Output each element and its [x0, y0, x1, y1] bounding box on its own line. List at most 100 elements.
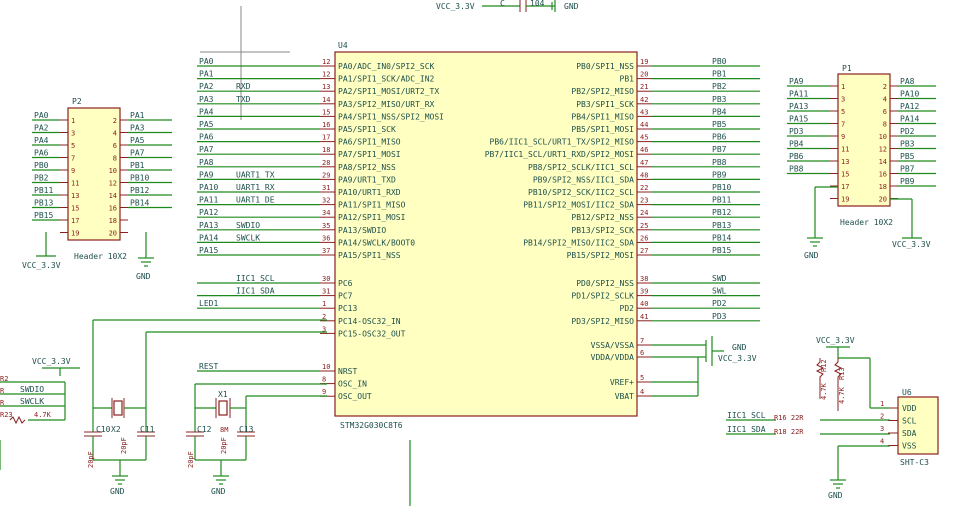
u4-right-pin-name: PB7/IIC1_SCL/URT1_RXD/SPI2_MOSI	[485, 150, 634, 159]
u4-left-pin-name: PA11/SPI1_MISO	[338, 201, 406, 210]
header-pin-num-right: 18	[109, 217, 117, 225]
swd-rb: R	[0, 399, 5, 407]
u4-right-net: PB4	[712, 107, 727, 116]
u4-right-pin-name: VREF+	[610, 378, 634, 387]
p1-value: Header 10X2	[840, 218, 893, 227]
header-pin-num-left: 3	[841, 96, 845, 104]
u4-right-pin-name: PB0/SPI1_NSS	[576, 62, 634, 71]
u4-right-pin-num: 45	[640, 134, 648, 142]
header-net-right: PA3	[130, 124, 145, 133]
swd-swdio: SWDIO	[20, 385, 44, 394]
r12-ref: R12	[820, 359, 828, 372]
u4-left-pin-num: 3	[322, 325, 326, 333]
u4-right-pin-num: 5	[640, 374, 644, 382]
header-net-left: PB2	[34, 174, 49, 183]
u4-right-pin-num: 41	[640, 313, 648, 321]
u4-right-net: PB11	[712, 196, 731, 205]
u4-left-pin-name: PA10/URT1_RXD	[338, 188, 401, 197]
top-decoupling-cap[interactable]: VCC_3.3V C 104 GND	[436, 0, 579, 12]
u4-left-pin-name: PA5/SPI1_SCK	[338, 125, 396, 134]
u4-right-pin-num: 39	[640, 288, 648, 296]
u4-left-pin-name: PA7/SPI1_MOSI	[338, 150, 401, 159]
u4-right-pin-name: PB11/SPI2_MOSI/IIC2_SDA	[523, 201, 634, 210]
c13-ref: C13	[239, 425, 254, 434]
u4-right-pin-num: 7	[640, 337, 644, 345]
p2-value: Header 10X2	[74, 252, 127, 261]
r13-ref: R13	[838, 367, 846, 380]
u4-right-net: PB0	[712, 57, 727, 66]
u4-left-net: PA5	[199, 120, 214, 129]
header-net-left: PB13	[34, 199, 53, 208]
header-net-left: PA9	[789, 77, 804, 86]
u4-left-net: PA13	[199, 221, 218, 230]
u4-left-net2: UART1_DE	[236, 196, 275, 205]
c10-ref: C10	[96, 425, 111, 434]
u4-left-pin-name: PA2/SPI1_MOSI/URT2_TX	[338, 87, 439, 96]
u4-right-pin-name: PB1	[620, 75, 635, 84]
crystal-x2[interactable]: X2 C10 C11 20pF 20pF GND	[84, 319, 327, 496]
c10-val: 20pF	[87, 451, 95, 468]
u4-left-net: PA8	[199, 158, 214, 167]
u4-right-pin-num: 25	[640, 222, 648, 230]
u4-right-pin-name: PB6/IIC1_SCL/URT1_TX/SPI2_MISO	[490, 138, 635, 147]
u4-left-pin-name: PC14-OSC32_IN	[338, 317, 401, 326]
u4-left-pin-name: PA14/SWCLK/BOOT0	[338, 238, 415, 247]
header-pin-num-left: 19	[71, 230, 79, 238]
u4-right-net: PB15	[712, 246, 731, 255]
u4-right-pin-num: 21	[640, 83, 648, 91]
swd-r2: R2	[0, 375, 8, 383]
u4-left-pin-num: 32	[322, 197, 330, 205]
u4-left-net: PA4	[199, 107, 214, 116]
u4-right-pin-name: PB5/SPI1_MOSI	[571, 125, 634, 134]
u4-right-pin-name: PB15/SPI2_MOSI	[567, 251, 635, 260]
p2-body	[67, 107, 121, 241]
u4-left-pin-name: OSC_OUT	[338, 392, 372, 401]
u4-left-net: PA7	[199, 145, 214, 154]
top-cap-val: 104	[530, 0, 545, 8]
u4-left-pin-name: PA9/URT1_TXD	[338, 175, 396, 184]
header-pin-num-left: 1	[841, 83, 845, 91]
u4-right-pin-num: 38	[640, 275, 648, 283]
u4-left-net: PA2	[199, 82, 214, 91]
u6-gnd: GND	[828, 491, 843, 500]
u4-left-net: PA15	[199, 246, 218, 255]
u4-left-pin-num: 16	[322, 121, 330, 129]
u4-right-pin-num: 42	[640, 96, 648, 104]
u4-right-net: PB12	[712, 208, 731, 217]
u4-left-pin-name: PA13/SWDIO	[338, 226, 386, 235]
u4-left-net2: SWCLK	[236, 233, 260, 242]
u6-pin-name: VDD	[902, 404, 917, 413]
swd-fragment[interactable]: VCC_3.3V R2 R SWDIO R SWCLK R23 4.7K	[0, 357, 80, 425]
u6-net-sda: IIC1_SDA	[727, 425, 766, 434]
r13-val: 4.7K	[838, 386, 846, 404]
u4-left-pin-num: 15	[322, 108, 330, 116]
u4-left-net: PA12	[199, 208, 218, 217]
u4-right-net: PB10	[712, 183, 731, 192]
u4-right-pin-num: 48	[640, 171, 648, 179]
u4-right-pin-name: PB9/SPI2_NSS/IIC1_SDA	[533, 175, 634, 184]
u4-left-net2: RXD	[236, 82, 251, 91]
u4-right-pin-num: 46	[640, 146, 648, 154]
crystal-x1[interactable]: X1 8M C12 C13 20pF 20pF GND	[186, 383, 327, 496]
header-pin-num-left: 1	[71, 117, 75, 125]
top-cap-ref: C	[500, 0, 505, 8]
swd-ra: R	[0, 387, 5, 395]
header-pin-num-right: 16	[109, 205, 117, 213]
top-vcc-label: VCC_3.3V	[436, 2, 475, 11]
header-net-right: PB5	[900, 152, 915, 161]
u6-pin-num: 1	[880, 400, 884, 408]
u4-right-pin-name: PB4/SPI1_MISO	[571, 112, 634, 121]
header-pin-num-right: 8	[883, 121, 887, 129]
header-pin-num-left: 7	[71, 155, 75, 163]
u4-right-pin-name: PB12/SPI2_NSS	[571, 213, 634, 222]
u6-pin-name: VSS	[902, 442, 917, 451]
vdda-vcc: VCC_3.3V	[718, 354, 757, 363]
u4-right-net: PB13	[712, 221, 731, 230]
header-net-right: PA5	[130, 136, 145, 145]
u4-right-pin-name: PD2	[620, 304, 635, 313]
